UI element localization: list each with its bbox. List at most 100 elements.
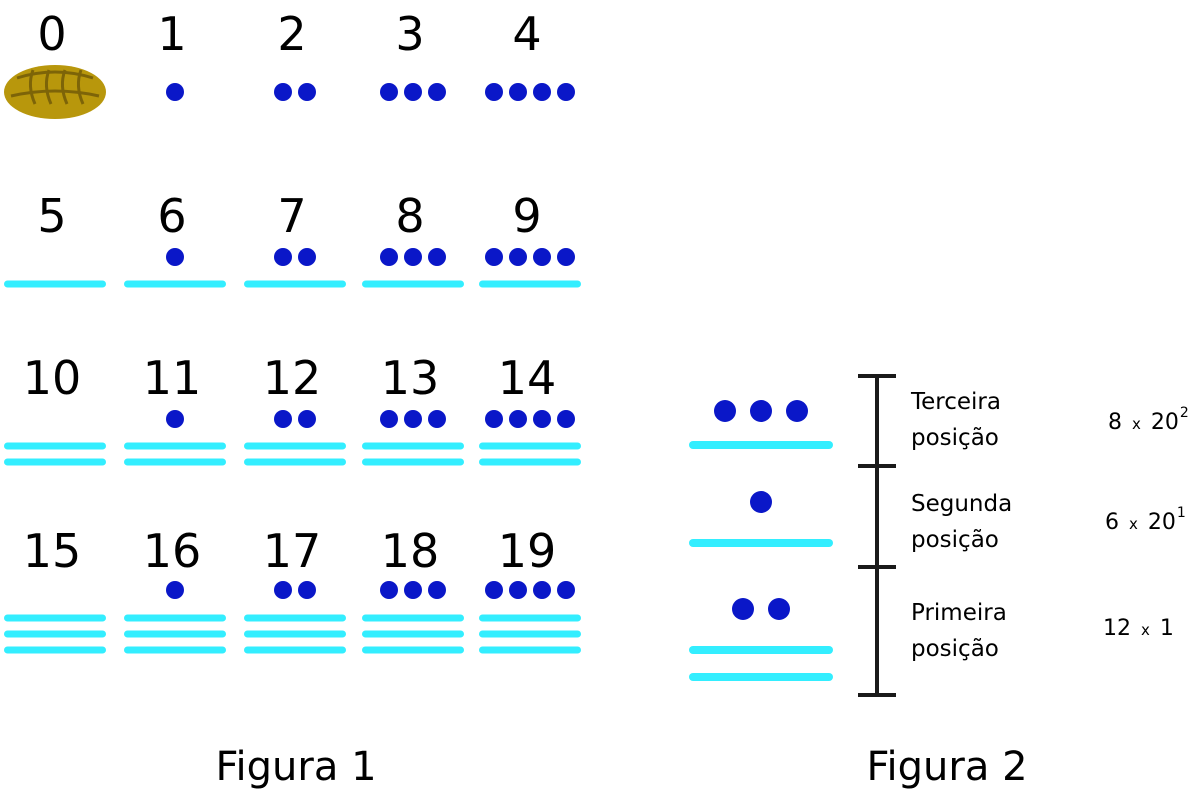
numeral-label: 5 xyxy=(37,189,66,243)
bar-five xyxy=(479,614,581,622)
figura-2-caption: Figura 2 xyxy=(866,744,1027,790)
dot-one xyxy=(485,410,503,428)
bar-five xyxy=(244,280,346,288)
numeral-label: 15 xyxy=(23,524,82,578)
base: 1 xyxy=(1160,616,1174,641)
bar-five xyxy=(689,646,833,654)
bar-five xyxy=(362,458,464,466)
dot-one xyxy=(404,410,422,428)
dot-one xyxy=(274,248,292,266)
dot-one xyxy=(533,410,551,428)
dot-one xyxy=(380,83,398,101)
numeral-17: 17 xyxy=(244,524,346,654)
position-label-line2: posição xyxy=(911,425,999,451)
dot-one xyxy=(485,581,503,599)
numeral-11: 11 xyxy=(124,351,226,466)
numeral-7: 7 xyxy=(244,189,346,288)
dot-one xyxy=(786,400,808,422)
place-value-numeral xyxy=(689,598,833,681)
dot-one xyxy=(404,248,422,266)
dot-one xyxy=(380,581,398,599)
place-value-numeral xyxy=(689,491,833,547)
numeral-5: 5 xyxy=(4,189,106,288)
numeral-0: 0 xyxy=(4,7,106,119)
dot-one xyxy=(274,410,292,428)
numeral-14: 14 xyxy=(479,351,581,466)
numeral-10: 10 xyxy=(4,351,106,466)
dot-one xyxy=(533,581,551,599)
dot-one xyxy=(274,83,292,101)
numeral-label: 16 xyxy=(143,524,202,578)
bar-five xyxy=(689,441,833,449)
dot-one xyxy=(557,83,575,101)
numeral-label: 6 xyxy=(157,189,186,243)
times-sign: x xyxy=(1132,415,1141,433)
dot-one xyxy=(428,248,446,266)
digit: 6 xyxy=(1105,510,1119,535)
numeral-label: 13 xyxy=(381,351,440,405)
dot-one xyxy=(750,400,772,422)
bar-five xyxy=(4,646,106,654)
bar-five xyxy=(124,614,226,622)
dot-one xyxy=(509,248,527,266)
position-label-line2: posição xyxy=(911,527,999,553)
position-label-line1: Primeira xyxy=(911,600,1007,626)
numeral-label: 9 xyxy=(512,189,541,243)
figura-1-caption: Figura 1 xyxy=(215,744,376,790)
dot-one xyxy=(404,83,422,101)
dot-one xyxy=(428,410,446,428)
position-label-line2: posição xyxy=(911,636,999,662)
dot-one xyxy=(298,581,316,599)
dot-one xyxy=(166,581,184,599)
dot-one xyxy=(404,581,422,599)
dot-one xyxy=(557,581,575,599)
bar-five xyxy=(4,630,106,638)
bar-five xyxy=(244,630,346,638)
numeral-15: 15 xyxy=(4,524,106,654)
numeral-4: 4 xyxy=(485,7,575,101)
dot-one xyxy=(533,248,551,266)
bar-five xyxy=(124,646,226,654)
numeral-label: 11 xyxy=(143,351,202,405)
bar-five xyxy=(479,458,581,466)
position-label-second: Segunda posição xyxy=(911,491,1012,553)
dot-one xyxy=(298,410,316,428)
times-sign: x xyxy=(1141,621,1150,639)
digit: 8 xyxy=(1108,410,1122,435)
dot-one xyxy=(274,581,292,599)
bar-five xyxy=(124,442,226,450)
position-label-first: Primeira posição xyxy=(911,600,1007,662)
base: 20 xyxy=(1151,410,1179,435)
bar-five xyxy=(479,280,581,288)
numeral-3: 3 xyxy=(380,7,446,101)
numeral-label: 10 xyxy=(23,351,82,405)
dot-one xyxy=(166,410,184,428)
exponent: 1 xyxy=(1177,505,1186,521)
position-label-line1: Segunda xyxy=(911,491,1012,517)
dot-one xyxy=(166,83,184,101)
bar-five xyxy=(689,539,833,547)
place-value-numeral xyxy=(689,400,833,449)
numeral-label: 0 xyxy=(37,7,66,61)
dot-one xyxy=(557,248,575,266)
exponent: 2 xyxy=(1180,405,1189,421)
numeral-label: 2 xyxy=(277,7,306,61)
bar-five xyxy=(124,280,226,288)
numeral-13: 13 xyxy=(362,351,464,466)
numeral-label: 7 xyxy=(277,189,306,243)
numeral-label: 12 xyxy=(263,351,322,405)
bar-five xyxy=(244,614,346,622)
bar-five xyxy=(362,280,464,288)
bar-five xyxy=(362,646,464,654)
numeral-6: 6 xyxy=(124,189,226,288)
dot-one xyxy=(533,83,551,101)
dot-one xyxy=(428,83,446,101)
dot-one xyxy=(714,400,736,422)
figura-2 xyxy=(689,374,896,697)
numeral-1: 1 xyxy=(157,7,187,101)
